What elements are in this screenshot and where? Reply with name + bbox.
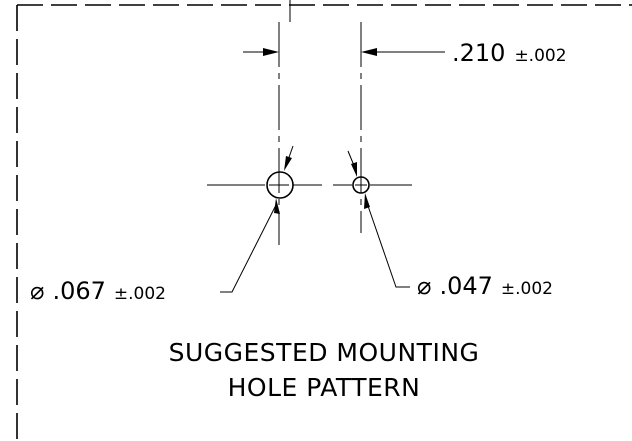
small-hole-value: .047 — [439, 272, 492, 300]
small-hole — [352, 176, 370, 194]
spacing-tolerance: ±.002 — [514, 46, 566, 66]
large-hole-value: .067 — [52, 277, 105, 305]
spacing-dimension-right-arrow — [361, 48, 445, 56]
large-hole — [266, 171, 294, 199]
small-hole-arrows — [347, 150, 410, 288]
spacing-value: .210 — [452, 39, 505, 67]
spacing-dimension-text: .210 ±.002 — [452, 39, 567, 67]
large-hole-dimension-text: ⌀ .067 ±.002 — [30, 277, 166, 305]
vertical-centerlines — [278, 22, 362, 245]
small-hole-dimension-text: ⌀ .047 ±.002 — [417, 272, 553, 300]
spacing-dimension-left-arrow — [243, 48, 279, 56]
dashed-border — [16, 4, 632, 441]
title-line-2: HOLE PATTERN — [228, 373, 421, 402]
large-hole-tolerance: ±.002 — [114, 284, 166, 304]
small-hole-diameter-symbol: ⌀ — [417, 272, 431, 300]
large-hole-diameter-symbol: ⌀ — [30, 277, 44, 305]
title-line-1: SUGGESTED MOUNTING — [169, 338, 480, 367]
large-hole-arrows — [220, 145, 294, 293]
small-hole-tolerance: ±.002 — [501, 279, 553, 299]
